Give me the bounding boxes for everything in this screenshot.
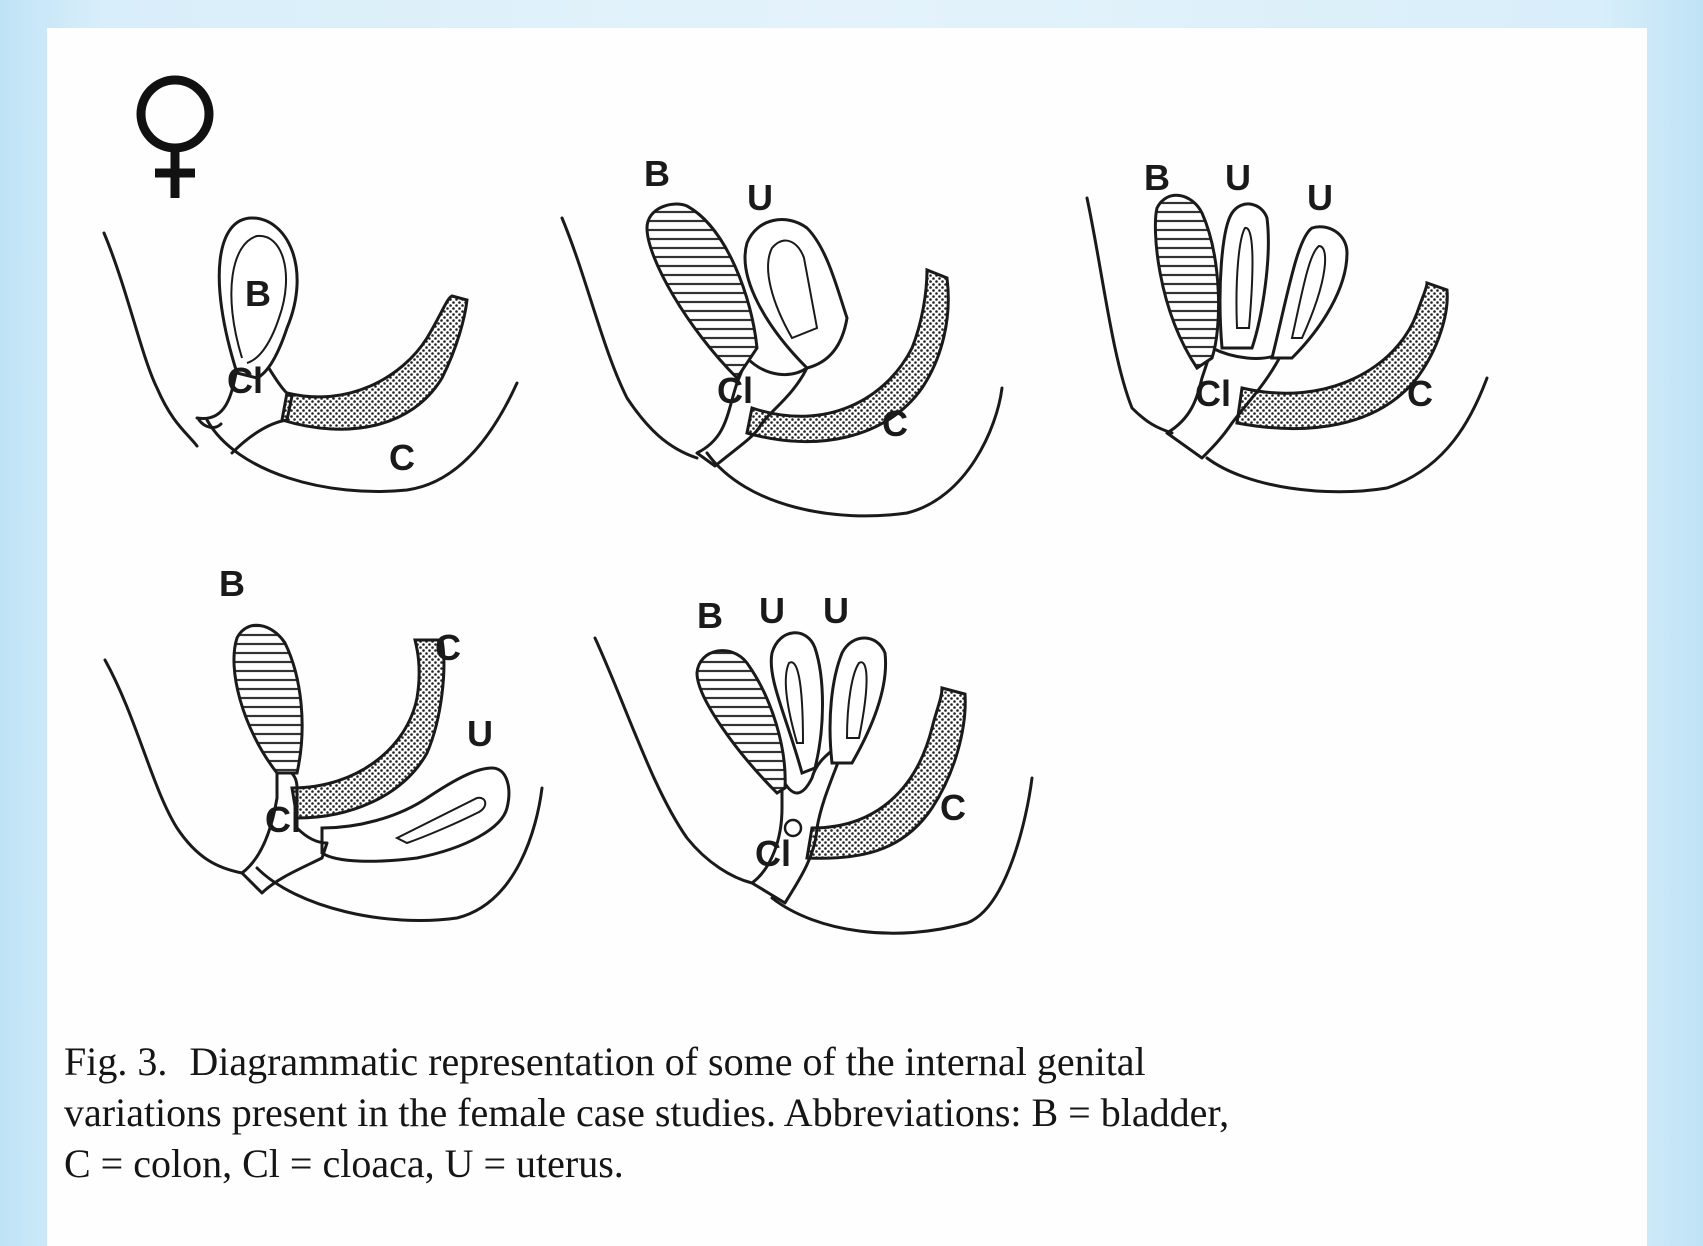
diagram-2: B U Cl C bbox=[562, 153, 1002, 516]
label-cloaca: Cl bbox=[755, 833, 791, 874]
caption-line-3: C = colon, Cl = cloaca, U = uterus. bbox=[64, 1138, 1624, 1189]
label-colon: C bbox=[940, 787, 966, 828]
label-colon: C bbox=[1407, 373, 1433, 414]
label-uterus: U bbox=[467, 713, 493, 754]
label-colon: C bbox=[389, 437, 415, 478]
label-uterus-2: U bbox=[1307, 177, 1333, 218]
caption-line-2: variations present in the female case st… bbox=[64, 1087, 1624, 1138]
figure-number: Fig. 3. bbox=[64, 1039, 167, 1084]
label-uterus-2: U bbox=[823, 590, 849, 631]
bladder bbox=[647, 204, 757, 378]
label-bladder: B bbox=[644, 153, 670, 194]
caption-text-1: Diagrammatic representation of some of t… bbox=[189, 1039, 1145, 1084]
diagram-1: B Cl C bbox=[104, 218, 517, 491]
diagram-3: B U U Cl C bbox=[1087, 157, 1487, 492]
label-cloaca: Cl bbox=[227, 360, 263, 401]
label-uterus-1: U bbox=[759, 590, 785, 631]
label-colon: C bbox=[882, 403, 908, 444]
uterus-right bbox=[1272, 227, 1347, 358]
label-bladder: B bbox=[219, 563, 245, 604]
label-bladder: B bbox=[697, 595, 723, 636]
diagram-4: B C U Cl bbox=[105, 563, 542, 921]
diagram-5: B U U C Cl bbox=[595, 590, 1032, 933]
uterus bbox=[745, 220, 847, 368]
uterus-left bbox=[1220, 204, 1268, 348]
caption-line-1: Fig. 3. Diagrammatic representation of so… bbox=[64, 1036, 1624, 1087]
label-bladder: B bbox=[1144, 157, 1170, 198]
bladder bbox=[1155, 195, 1218, 368]
female-symbol-icon bbox=[141, 80, 209, 198]
label-bladder: B bbox=[245, 273, 271, 314]
label-cloaca: Cl bbox=[265, 799, 301, 840]
label-cloaca: Cl bbox=[717, 370, 753, 411]
uterus-right bbox=[830, 638, 886, 763]
label-cloaca: Cl bbox=[1195, 373, 1231, 414]
label-colon: C bbox=[435, 627, 461, 668]
label-uterus: U bbox=[747, 177, 773, 218]
label-uterus-1: U bbox=[1225, 157, 1251, 198]
colon bbox=[282, 296, 467, 429]
colon bbox=[292, 640, 444, 818]
bladder bbox=[234, 625, 302, 773]
figure-caption: Fig. 3. Diagrammatic representation of so… bbox=[64, 1036, 1624, 1189]
